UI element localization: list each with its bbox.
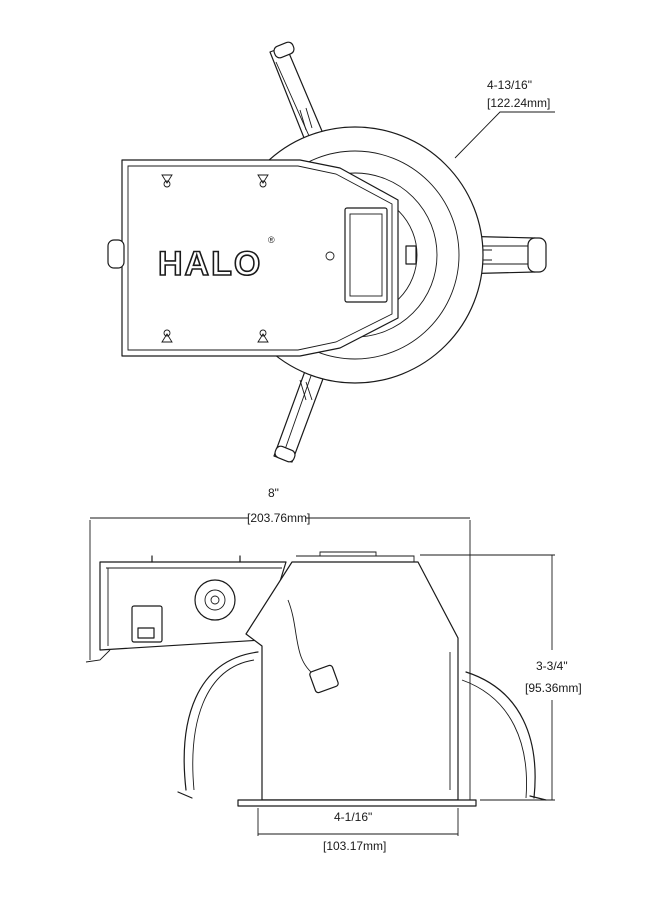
side-view-junction-box [85,555,287,663]
top-view: HALO ® 4-13/16" [122.24mm] [107,41,555,463]
top-diameter-metric: [122.24mm] [487,96,550,110]
overall-length-dimension: 8" [203.76mm] [89,486,471,800]
overall-length-imperial: 8" [268,486,279,500]
side-view-trim-flange [237,799,477,807]
top-view-junction-box: HALO ® [107,159,417,357]
top-diameter-dimension: 4-13/16" [122.24mm] [454,78,555,159]
height-imperial: 3-3/4" [536,659,568,673]
brand-logo-text: HALO [158,245,262,283]
side-view-springs [177,651,547,801]
aperture-imperial: 4-1/16" [334,810,372,824]
side-view: 8" [203.76mm] [85,486,582,853]
overall-length-metric: [203.76mm] [247,511,310,525]
aperture-metric: [103.17mm] [323,839,386,853]
height-metric: [95.36mm] [525,681,582,695]
aperture-dimension: 4-1/16" [103.17mm] [257,808,459,853]
top-view-upper-arm [269,41,331,159]
height-dimension: 3-3/4" [95.36mm] [420,554,582,801]
top-diameter-imperial: 4-13/16" [487,78,532,92]
brand-registered-mark: ® [268,235,275,245]
side-view-housing [245,551,459,801]
